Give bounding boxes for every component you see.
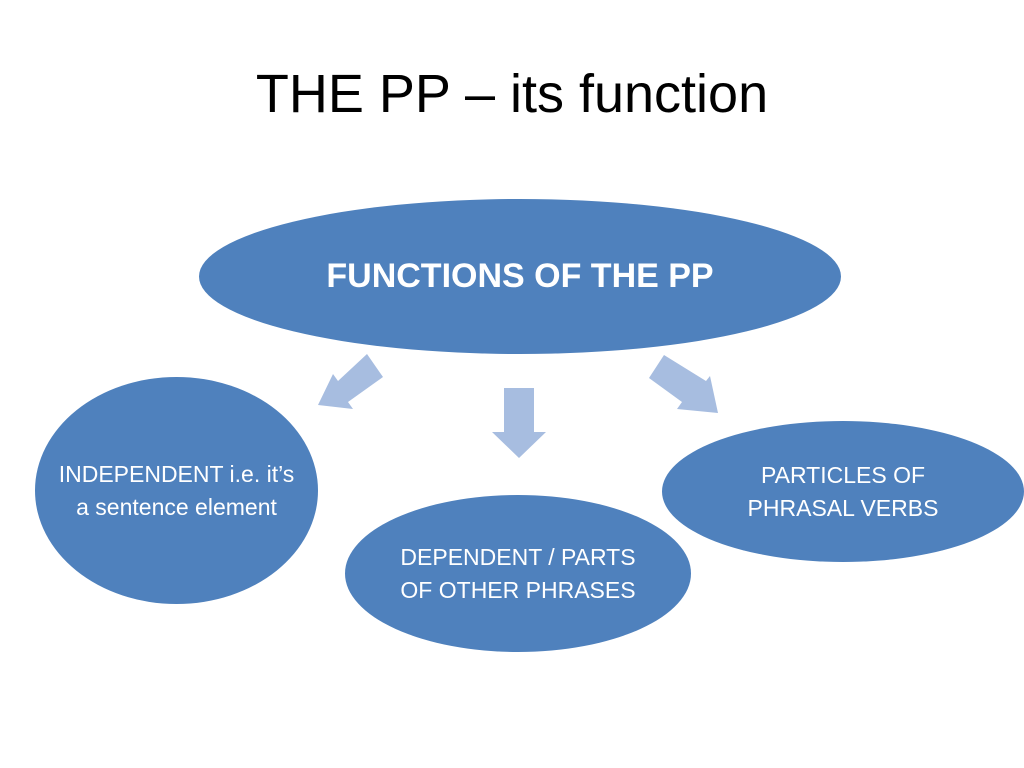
arrow-left-down-icon bbox=[318, 354, 383, 409]
central-node-label: FUNCTIONS OF THE PP bbox=[326, 257, 714, 295]
slide-title: THE PP – its function bbox=[255, 64, 769, 124]
central-node: FUNCTIONS OF THE PP bbox=[199, 199, 841, 354]
branch-node-label: PARTICLES OF PHRASAL VERBS bbox=[747, 461, 939, 521]
arrow-right-down-icon bbox=[649, 355, 718, 413]
branch-node-label: DEPENDENT / PARTS OF OTHER PHRASES bbox=[400, 543, 636, 603]
branch-node-particles: PARTICLES OF PHRASAL VERBS bbox=[662, 421, 1024, 562]
branch-node-dependent: DEPENDENT / PARTS OF OTHER PHRASES bbox=[345, 495, 691, 652]
branch-node-independent: INDEPENDENT i.e. it’s a sentence element bbox=[35, 377, 318, 604]
arrow-down-icon bbox=[492, 388, 546, 458]
branch-node-label: INDEPENDENT i.e. it’s a sentence element bbox=[58, 460, 295, 520]
